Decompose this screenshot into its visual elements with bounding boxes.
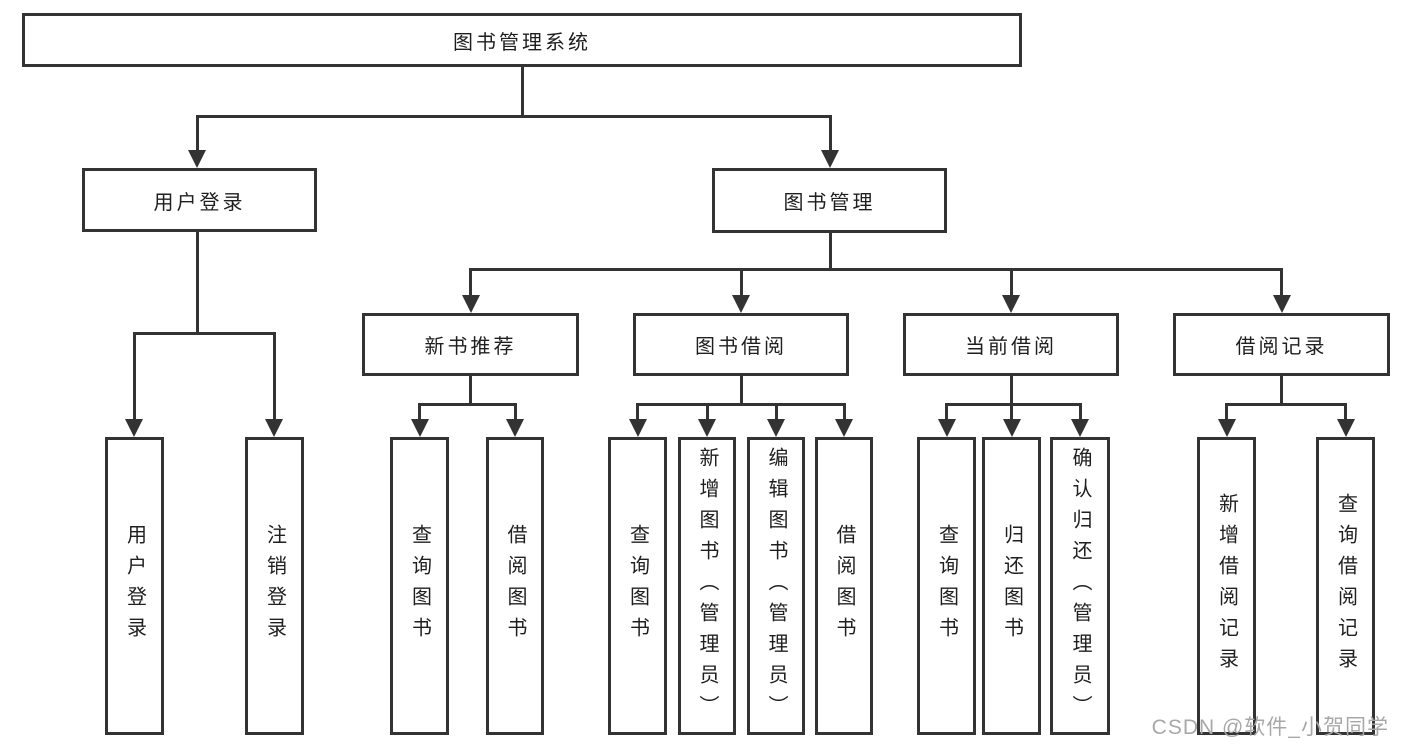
arrow-to-edit-books [767, 403, 785, 437]
connector-records-stem [1280, 376, 1283, 406]
connector-borrowing-stem [739, 376, 743, 406]
node-book-borrowing: 图书借阅 [633, 313, 849, 376]
node-user-login-leaf: 用户登录 [105, 437, 164, 735]
connector-user-login-stem [195, 232, 199, 335]
arrow-to-confirm-return [1071, 403, 1089, 437]
connector-root-stem [520, 67, 524, 117]
node-new-book-recommendation: 新书推荐 [362, 313, 579, 376]
watermark: CSDN @软件_小贺同学 [1151, 716, 1389, 739]
arrow-to-borrow-books-1 [506, 403, 524, 437]
node-library-management-system: 图书管理系统 [22, 13, 1022, 67]
connector-recommendation-stem [469, 376, 472, 406]
connector-borrowing-split [636, 403, 846, 406]
leaf-label: 新增借阅记录 [1215, 493, 1238, 679]
connector-current-split [945, 403, 1081, 406]
leaf-label: 确认归还（管理员） [1069, 446, 1091, 726]
arrow-to-query-borrow-record [1336, 403, 1355, 437]
arrow-to-new-book-recommendation [461, 268, 480, 313]
arrow-to-borrow-books-2 [835, 403, 853, 437]
arrow-to-current-borrowing [1002, 268, 1020, 313]
node-logout-leaf: 注销登录 [245, 437, 304, 735]
leaf-label: 查询图书 [626, 524, 649, 648]
node-query-books-current: 查询图书 [917, 437, 976, 735]
connector-book-management-stem [828, 233, 832, 271]
node-current-borrowing: 当前借阅 [903, 313, 1119, 376]
node-book-management: 图书管理 [712, 168, 947, 233]
leaf-label: 注销登录 [263, 524, 286, 648]
arrow-to-user-login [188, 115, 206, 168]
arrow-to-logout-leaf [265, 332, 283, 437]
arrow-to-query-books-1 [410, 403, 429, 437]
leaf-label: 借阅图书 [833, 524, 855, 648]
node-add-books-admin: 新增图书（管理员） [678, 437, 736, 735]
node-edit-books-admin: 编辑图书（管理员） [747, 437, 805, 735]
node-confirm-return-admin: 确认归还（管理员） [1050, 437, 1110, 735]
connector-current-stem [1009, 376, 1013, 406]
node-query-books-borrowing: 查询图书 [608, 437, 667, 735]
node-user-login: 用户登录 [82, 168, 317, 232]
leaf-label: 新增图书（管理员） [696, 446, 718, 726]
connector-root-split [195, 115, 832, 118]
node-borrowing-records: 借阅记录 [1173, 313, 1390, 376]
node-query-borrow-record: 查询借阅记录 [1316, 437, 1375, 735]
arrow-to-query-books-3 [937, 403, 956, 437]
arrow-to-query-books-2 [628, 403, 647, 437]
leaf-label: 查询借阅记录 [1334, 493, 1357, 679]
leaf-label: 查询图书 [935, 524, 958, 648]
node-borrow-books-borrowing: 借阅图书 [815, 437, 873, 735]
arrow-to-book-management [821, 115, 839, 168]
arrow-to-book-borrowing [732, 268, 750, 313]
node-query-books-recommend: 查询图书 [390, 437, 449, 735]
arrow-to-add-books [698, 403, 716, 437]
connector-user-login-split [132, 332, 276, 335]
leaf-label: 查询图书 [408, 524, 431, 648]
arrow-to-return-books [1002, 403, 1021, 437]
node-return-books: 归还图书 [982, 437, 1041, 735]
connector-book-management-split [469, 268, 1283, 271]
node-add-borrow-record: 新增借阅记录 [1197, 437, 1256, 735]
node-borrow-books-recommend: 借阅图书 [486, 437, 544, 735]
arrow-to-add-borrow-record [1217, 403, 1236, 437]
connector-records-split [1225, 403, 1346, 406]
arrow-to-borrowing-records [1272, 268, 1291, 313]
leaf-label: 借阅图书 [504, 524, 526, 648]
arrow-to-login-leaf [125, 332, 143, 437]
leaf-label: 编辑图书（管理员） [765, 446, 787, 726]
leaf-label: 用户登录 [123, 524, 146, 648]
connector-recommendation-split [418, 403, 517, 406]
leaf-label: 归还图书 [1000, 524, 1023, 648]
